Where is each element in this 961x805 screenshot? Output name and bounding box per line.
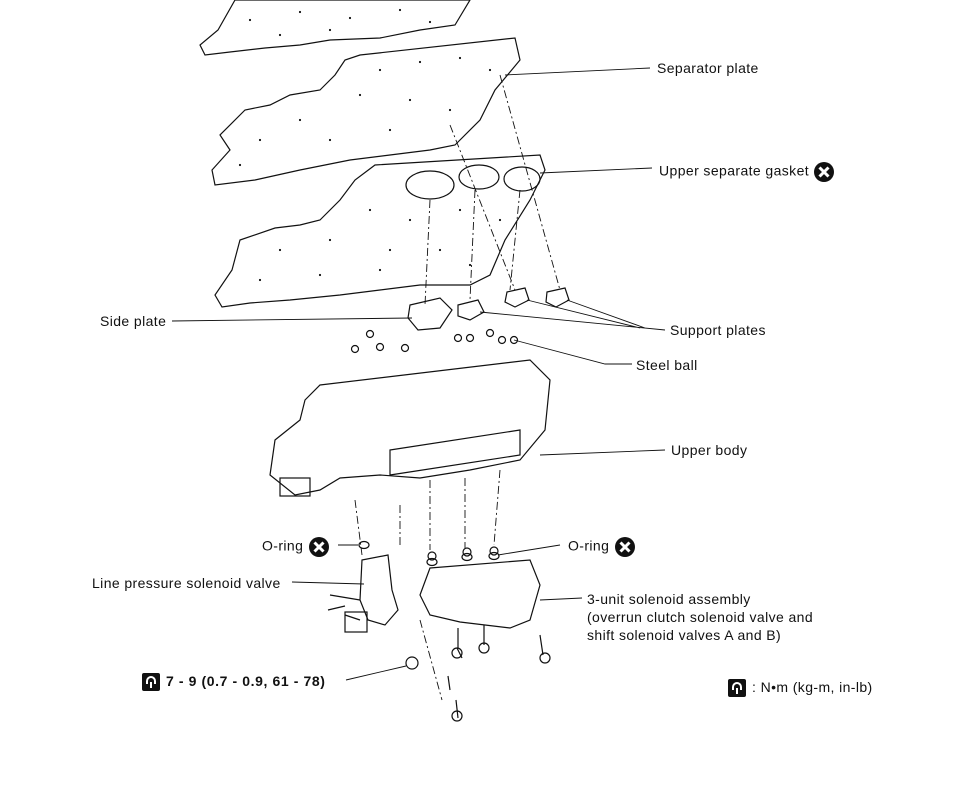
leader-torque-spec [345,665,407,681]
leader-upper-gasket [539,167,653,174]
label-o-ring-left: O-ring [262,536,330,558]
upper-gasket-text: Upper separate gasket [659,162,810,179]
upper-gasket-outline [214,154,546,308]
leader-upper-body [539,449,666,456]
label-three-unit-solenoid-line3: shift solenoid valves A and B) [587,627,782,643]
leader-support-plates [479,299,666,331]
support-plate-3 [545,287,570,308]
label-three-unit-solenoid-line2: (overrun clutch solenoid valve and [587,609,814,625]
three-unit-solenoid-shape [419,559,541,629]
leader-line-pressure-solenoid [291,581,365,585]
label-three-unit-solenoid-line1: 3-unit solenoid assembly [587,591,751,607]
label-torque-spec: 7 - 9 (0.7 - 0.9, 61 - 78) [142,673,326,692]
torque-spec-text: 7 - 9 (0.7 - 0.9, 61 - 78) [166,673,326,689]
torque-wrench-icon [142,673,160,692]
o-ring-right-text: O-ring [568,537,610,554]
torque-wrench-icon [728,679,746,698]
gasket-hole-2 [458,164,500,190]
leader-o-ring-right [497,544,561,556]
gasket-hole-1 [405,170,455,200]
o-ring-left-text: O-ring [262,537,304,554]
leader-side-plate [171,317,413,322]
side-plate-shape [407,297,453,331]
leader-three-unit-solenoid [539,597,583,601]
label-o-ring-right: O-ring [568,536,636,558]
leader-steel-ball [513,339,632,365]
support-plate-2 [504,287,530,308]
plate-stipple [238,8,502,282]
label-upper-body: Upper body [671,442,748,458]
gasket-hole-3 [503,166,541,192]
label-torque-units: : N•m (kg-m, in-lb) [728,679,873,698]
label-side-plate: Side plate [100,313,167,329]
torque-units-text: : N•m (kg-m, in-lb) [752,679,873,695]
x-circle-icon [814,162,835,182]
label-steel-ball: Steel ball [636,357,698,373]
x-circle-icon [308,537,329,557]
separator-plate-outline [211,37,521,186]
support-plate-1 [457,299,485,321]
x-circle-icon [614,537,635,557]
label-separator-plate: Separator plate [657,60,759,76]
label-line-pressure-solenoid-valve: Line pressure solenoid valve [92,575,281,591]
top-plate-outline [199,0,471,56]
line-pressure-solenoid-shape [359,554,399,626]
leader-separator-plate [504,67,651,76]
upper-body-outline [269,359,551,496]
label-upper-separate-gasket: Upper separate gasket [659,161,835,183]
label-support-plates: Support plates [670,322,766,338]
steel-balls [350,328,519,354]
